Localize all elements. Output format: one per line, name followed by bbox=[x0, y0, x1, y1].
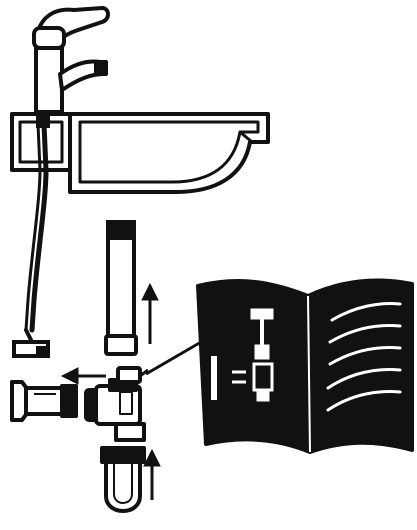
washbasin-icon bbox=[12, 114, 268, 192]
arrow-up-pipe bbox=[142, 284, 158, 344]
u-bend-icon bbox=[102, 448, 144, 511]
plug-connector-icon bbox=[118, 368, 148, 382]
tailpiece-pipe-icon bbox=[106, 222, 136, 354]
arrow-up-ubend bbox=[144, 450, 160, 500]
open-booklet-icon bbox=[198, 280, 412, 452]
wall-outlet-icon bbox=[12, 382, 76, 420]
arrow-left-wall bbox=[62, 368, 106, 384]
trap-body-icon bbox=[86, 380, 144, 440]
leader-line bbox=[146, 338, 208, 374]
mixer-tap-icon bbox=[34, 8, 108, 112]
